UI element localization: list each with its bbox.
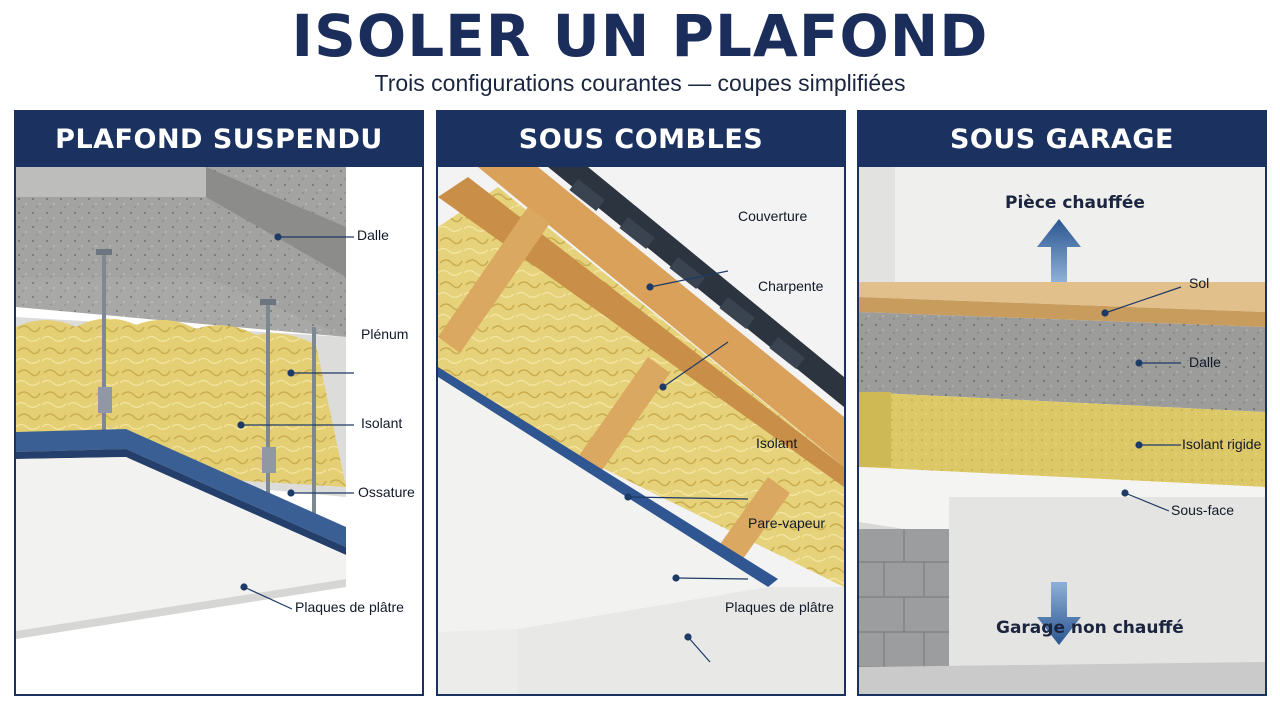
label-dalle: Dalle [1189, 354, 1221, 370]
label-pare-vapeur: Pare-vapeur [748, 515, 826, 531]
panel-title: PLAFOND SUSPENDU [16, 112, 422, 167]
label-couverture: Couverture [738, 208, 808, 224]
label-plenum: Plénum [361, 326, 409, 342]
suspended-ceiling-illustration [16, 167, 354, 639]
label-isolant-rigide: Isolant rigide [1182, 436, 1262, 452]
label-plaques: Plaques de plâtre [725, 599, 834, 615]
label-isolant: Isolant [756, 435, 798, 451]
label-ossature: Ossature [358, 484, 415, 500]
panel-suspended-ceiling: PLAFOND SUSPENDU [14, 110, 424, 696]
label-plaques: Plaques de plâtre [295, 599, 404, 615]
label-charpente: Charpente [758, 278, 824, 294]
garage-illustration [859, 167, 1265, 694]
label-isolant: Isolant [361, 415, 403, 431]
label-sol: Sol [1189, 275, 1210, 291]
page-subtitle: Trois configurations courantes — coupes … [374, 70, 906, 96]
label-piece-chauffee: Pièce chauffée [1005, 193, 1145, 213]
panel-title: SOUS COMBLES [438, 112, 844, 167]
label-dalle: Dalle [357, 227, 389, 243]
panel-garage: SOUS GARAGE [857, 110, 1267, 696]
label-garage-non-chauffe: Garage non chauffé [996, 618, 1184, 638]
panel-attic: SOUS COMBLES [436, 110, 846, 696]
page-title: ISOLER UN PLAFOND [291, 2, 989, 70]
panel-title: SOUS GARAGE [859, 112, 1265, 167]
label-sous-face: Sous-face [1171, 502, 1235, 518]
attic-illustration [438, 167, 844, 694]
